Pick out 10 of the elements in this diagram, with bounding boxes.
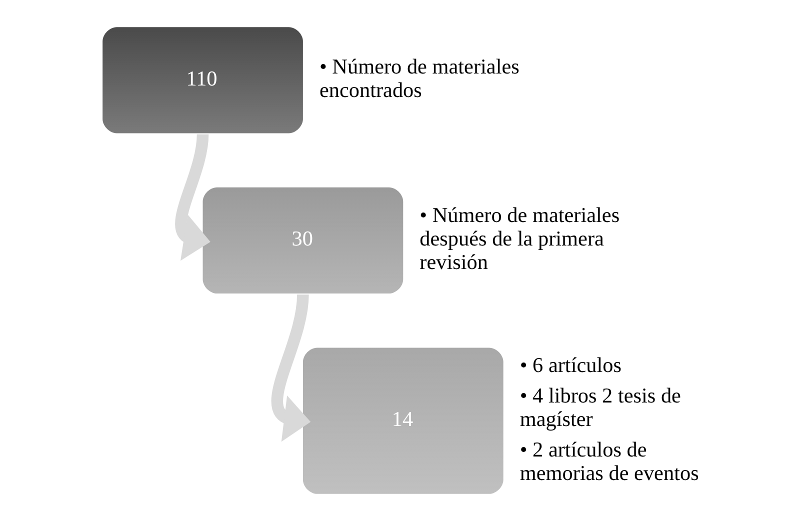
node-label: • Número de materiales después de la primera revisión — [420, 203, 620, 274]
arrow — [175, 134, 210, 261]
node-label: • 4 libros 2 tesis de magíster — [520, 383, 681, 431]
node-label: • Número de materiales encontrados — [319, 54, 520, 102]
node-box: 14 — [302, 348, 504, 494]
node-box: 110 — [102, 27, 303, 134]
node-label: • 6 artículos — [520, 352, 622, 377]
node-box: 30 — [202, 187, 404, 294]
node-label: • 2 artículos de memorias de eventos — [520, 438, 699, 486]
arrow — [271, 294, 311, 442]
